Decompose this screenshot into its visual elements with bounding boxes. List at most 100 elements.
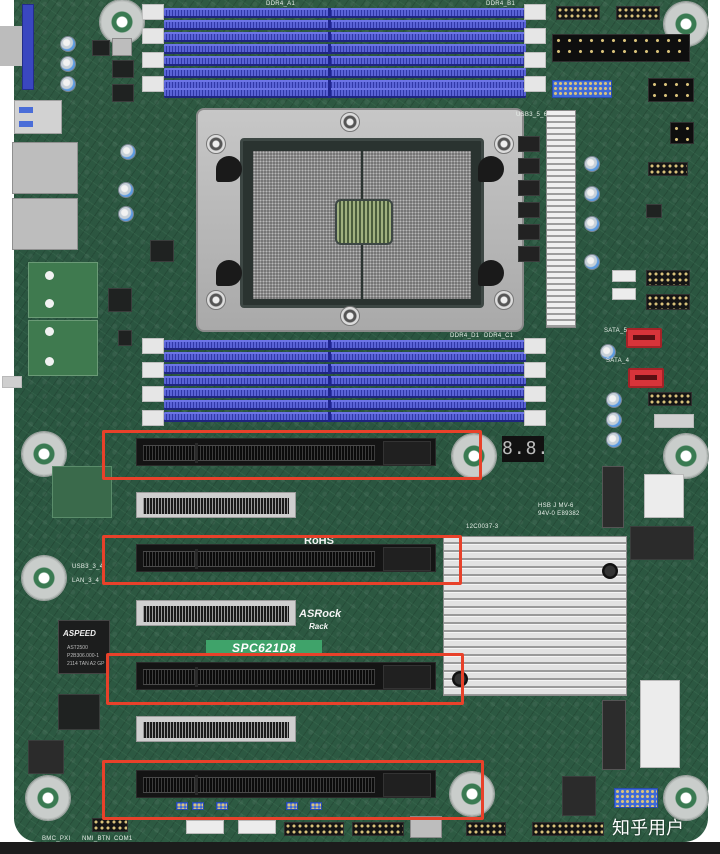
usb3-port — [14, 100, 62, 134]
cpu-socket-pins — [240, 138, 484, 308]
usb3-header — [552, 80, 612, 98]
ic-chip — [646, 204, 662, 218]
com-connector — [28, 740, 64, 774]
vrm-heatsink — [546, 110, 576, 328]
usb3-header — [614, 788, 658, 808]
pin-header — [532, 822, 604, 836]
socket-center-pads — [335, 199, 393, 245]
socket-screw — [340, 112, 360, 132]
fan-header — [646, 270, 690, 286]
mounting-hole — [664, 434, 708, 478]
rj45-port-2 — [12, 198, 78, 250]
usb-tongue-icon — [19, 121, 33, 127]
capacitor — [606, 392, 622, 408]
sata-4-port — [628, 368, 664, 388]
silkscreen-text: 94V-0 E89382 — [538, 511, 580, 517]
atx-24pin-power — [552, 34, 690, 62]
pcie-x16-slot-5 — [136, 662, 436, 690]
dimm-latch — [524, 52, 546, 68]
jumper — [192, 802, 204, 810]
silkscreen-text: SATA_5 — [604, 328, 628, 334]
jumper — [286, 802, 298, 810]
socket-lever — [478, 260, 504, 286]
silkscreen-text: COM1 — [114, 836, 133, 842]
dimm-slot-c1 — [164, 412, 526, 422]
dimm-latch — [142, 410, 164, 426]
dram-chip — [58, 694, 100, 730]
dimm-latch — [142, 362, 164, 378]
heatsink-screw — [452, 671, 468, 687]
debug-led-display: 8.8. — [502, 436, 548, 462]
eps-8pin-power — [648, 78, 694, 102]
socket-screw — [206, 290, 226, 310]
mounting-hole — [100, 0, 144, 44]
dimm-slot — [164, 388, 526, 398]
silkscreen-text: HSB J MV-6 — [538, 503, 574, 509]
jumper — [216, 802, 228, 810]
oculink-connector — [562, 776, 596, 816]
small-connector — [238, 820, 276, 834]
usb-type-a-port — [410, 816, 442, 838]
capacitor — [584, 186, 600, 202]
capacitor — [60, 76, 76, 92]
socket-lever — [216, 260, 242, 286]
dimm-latch — [524, 362, 546, 378]
dimm-latch — [524, 76, 546, 92]
vrm-mosfet — [518, 202, 540, 218]
small-connector — [186, 820, 224, 834]
mounting-hole — [26, 776, 70, 820]
power-connector — [644, 474, 684, 518]
pin-header — [648, 162, 688, 176]
small-connector — [612, 288, 636, 300]
lan-magnetics-1 — [28, 262, 98, 318]
dimm-slot — [164, 20, 526, 30]
vrm-mosfet — [518, 158, 540, 174]
dimm-slot — [164, 44, 526, 54]
pcie-x8-slot-6 — [136, 716, 296, 742]
dimm-latch — [524, 28, 546, 44]
vrm-mosfet — [518, 224, 540, 240]
dimm-latch — [142, 386, 164, 402]
mounting-hole — [664, 776, 708, 820]
dimm-slot — [164, 400, 526, 410]
silkscreen-text: DDR4_B1 — [486, 1, 516, 7]
ic-chip — [108, 288, 132, 312]
dimm-slot — [164, 80, 526, 90]
jumper — [176, 802, 188, 810]
vrm-mosfet — [518, 246, 540, 262]
rj45-port-1 — [12, 142, 78, 194]
eps-4pin-power — [670, 122, 694, 144]
capacitor — [606, 432, 622, 448]
dimm-slot — [164, 68, 526, 78]
small-connector — [612, 270, 636, 282]
brand-sub-logo: Rack — [309, 622, 329, 631]
pin-header — [92, 818, 128, 832]
pcie-x8-slot-2 — [136, 492, 296, 518]
pin-header — [352, 822, 404, 836]
capacitor — [118, 206, 134, 222]
power-connector — [640, 680, 680, 768]
chipset-heatsink — [443, 536, 627, 696]
dimm-slot — [164, 56, 526, 66]
fan-header — [616, 6, 660, 20]
dimm-latch — [524, 338, 546, 354]
dimm-slot — [164, 376, 526, 386]
socket-screw — [340, 306, 360, 326]
bmc-chip: ASPEED AST2500 P2B306.000-1 2114 TAN A2 … — [58, 620, 110, 674]
socket-screw — [206, 134, 226, 154]
dimm-latch — [142, 4, 164, 20]
capacitor — [118, 182, 134, 198]
vrm-mosfet — [518, 180, 540, 196]
capacitor — [600, 344, 616, 360]
vrm-choke — [112, 84, 134, 102]
capacitor — [584, 254, 600, 270]
pin-header — [466, 822, 506, 836]
antenna-connector — [2, 376, 22, 388]
dimm-latch — [524, 4, 546, 20]
cmos-battery-holder — [654, 414, 694, 428]
capacitor — [120, 144, 136, 160]
vrm-mosfet — [518, 136, 540, 152]
vga-connector — [22, 4, 34, 90]
pcie-x16-slot-1 — [136, 438, 436, 466]
